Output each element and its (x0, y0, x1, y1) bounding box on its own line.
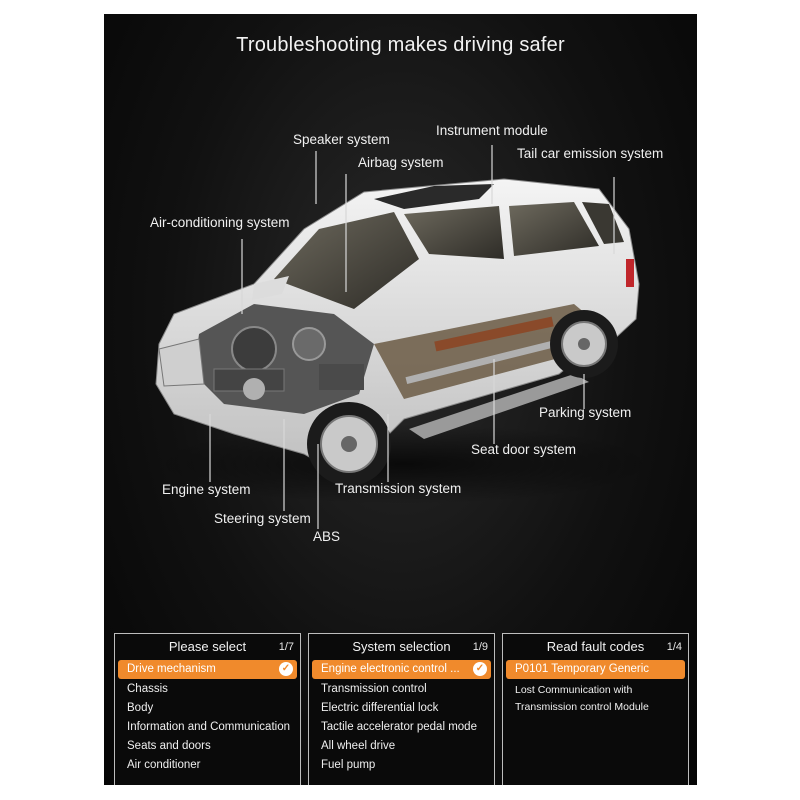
fault-code-label: P0101 Temporary Generic (515, 663, 650, 675)
list-item[interactable]: Fuel pump (312, 756, 491, 775)
panel-header: System selection 1/9 (309, 634, 494, 660)
page-counter: 1/7 (278, 641, 294, 653)
list-item-label: Fuel pump (321, 759, 376, 771)
list-item-label: Drive mechanism (127, 663, 216, 675)
list-item-label: Chassis (127, 683, 168, 695)
headline: Troubleshooting makes driving safer (236, 34, 565, 56)
list-item-label: Transmission control (321, 683, 427, 695)
list-item[interactable]: All wheel drive (312, 737, 491, 756)
list-item[interactable]: Body (118, 699, 297, 718)
list-item[interactable]: Information and Communication (118, 718, 297, 737)
fault-description: Lost Communication with Transmission con… (503, 680, 688, 718)
list-item[interactable]: Electric differential lock (312, 699, 491, 718)
list-item-label: Information and Communication (127, 721, 290, 733)
product-image-frame: Troubleshooting makes driving safer (104, 14, 697, 785)
label-air-conditioning: Air-conditioning system (150, 215, 290, 230)
car-cutaway-illustration (154, 145, 654, 529)
fault-description-line: Transmission control Module (515, 701, 649, 713)
label-instrument-module: Instrument module (436, 123, 548, 138)
list-item-label: Engine electronic control ... (321, 663, 460, 675)
check-circle-icon: ✓ (279, 662, 293, 676)
list-item-selected[interactable]: Drive mechanism ✓ (118, 660, 297, 679)
list-item-label: Tactile accelerator pedal mode (321, 721, 477, 733)
list-item-label: Air conditioner (127, 759, 201, 771)
label-speaker-system: Speaker system (293, 132, 390, 147)
page-counter: 1/9 (472, 641, 488, 653)
list-item-label: All wheel drive (321, 740, 396, 752)
label-tail-car-emission: Tail car emission system (517, 146, 664, 161)
label-abs: ABS (313, 529, 341, 544)
label-steering-system: Steering system (214, 511, 311, 526)
label-engine-system: Engine system (162, 482, 251, 497)
label-parking-system: Parking system (539, 405, 632, 420)
label-transmission-system: Transmission system (335, 481, 462, 496)
check-circle-icon: ✓ (473, 662, 487, 676)
panel-header: Read fault codes 1/4 (503, 634, 688, 660)
list-item[interactable]: Air conditioner (118, 756, 297, 775)
fault-description-line: Lost Communication with (515, 684, 633, 696)
list-item[interactable]: Tactile accelerator pedal mode (312, 718, 491, 737)
panel-please-select: Please select 1/7 Drive mechanism ✓ Chas… (114, 633, 301, 785)
list-item-label: Body (127, 702, 154, 714)
page-counter: 1/4 (666, 641, 682, 653)
panel-title: System selection (352, 639, 451, 654)
panel-title: Please select (168, 639, 247, 654)
list-item[interactable]: Seats and doors (118, 737, 297, 756)
panel-header: Please select 1/7 (115, 634, 300, 660)
list-item-label: Electric differential lock (321, 702, 439, 714)
label-airbag-system: Airbag system (358, 155, 444, 170)
list-item[interactable]: Chassis (118, 680, 297, 699)
list-item-selected[interactable]: Engine electronic control ... ✓ (312, 660, 491, 679)
panel-read-fault-codes: Read fault codes 1/4 P0101 Temporary Gen… (502, 633, 689, 785)
panel-system-selection: System selection 1/9 Engine electronic c… (308, 633, 495, 785)
label-seat-door-system: Seat door system (471, 442, 577, 457)
list-item[interactable]: Transmission control (312, 680, 491, 699)
list-item-label: Seats and doors (127, 740, 211, 752)
fault-code-selected[interactable]: P0101 Temporary Generic (506, 660, 685, 679)
panel-title: Read fault codes (546, 639, 645, 654)
